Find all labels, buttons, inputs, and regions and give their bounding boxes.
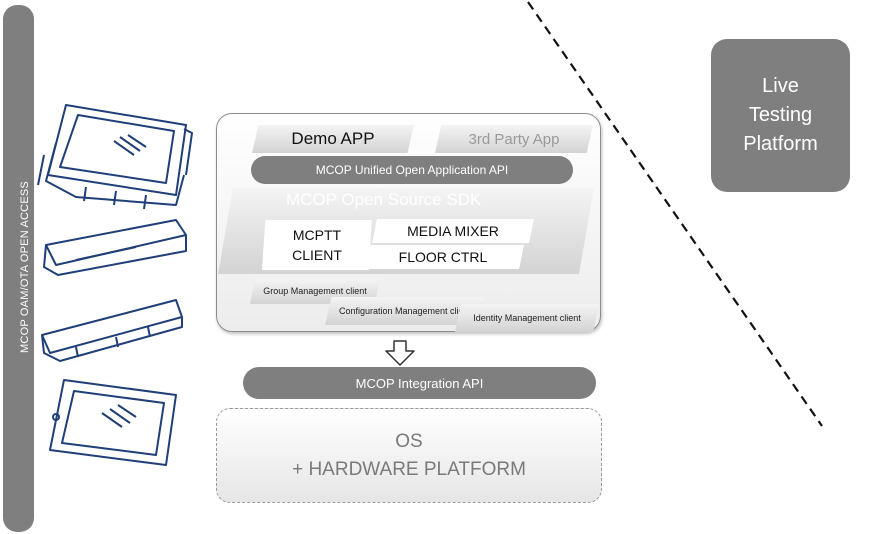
mcptt-client-box: MCPTT CLIENT bbox=[262, 220, 372, 270]
sdk-title: MCOP Open Source SDK bbox=[286, 190, 482, 209]
integration-api-bar: MCOP Integration API bbox=[243, 367, 596, 399]
third-party-app-box: 3rd Party App bbox=[435, 125, 593, 153]
rugged-phone-icon bbox=[37, 104, 193, 210]
identity-management-box: Identity Management client bbox=[455, 304, 599, 332]
media-mixer-box: MEDIA MIXER bbox=[372, 219, 534, 243]
floor-ctrl-box: FLOOR CTRL bbox=[362, 245, 524, 269]
os-line-1: OS bbox=[395, 430, 423, 452]
device-illustrations bbox=[37, 104, 193, 466]
demo-app-box: Demo APP bbox=[252, 125, 414, 153]
phone-bumper-bottom-icon bbox=[41, 299, 183, 362]
live-line-1: Live bbox=[762, 75, 799, 97]
oam-ota-sidebar bbox=[3, 5, 34, 532]
unified-api-bar: MCOP Unified Open Application API bbox=[251, 156, 573, 184]
os-hardware-platform: OS + HARDWARE PLATFORM bbox=[216, 408, 602, 503]
phone-bumper-top-icon bbox=[43, 219, 187, 276]
live-line-3: Platform bbox=[743, 133, 818, 155]
down-arrow-icon bbox=[385, 340, 415, 366]
live-testing-platform: Live Testing Platform bbox=[711, 39, 850, 192]
live-line-2: Testing bbox=[748, 104, 813, 126]
os-line-2: + HARDWARE PLATFORM bbox=[292, 458, 526, 480]
smartphone-icon bbox=[49, 379, 177, 466]
